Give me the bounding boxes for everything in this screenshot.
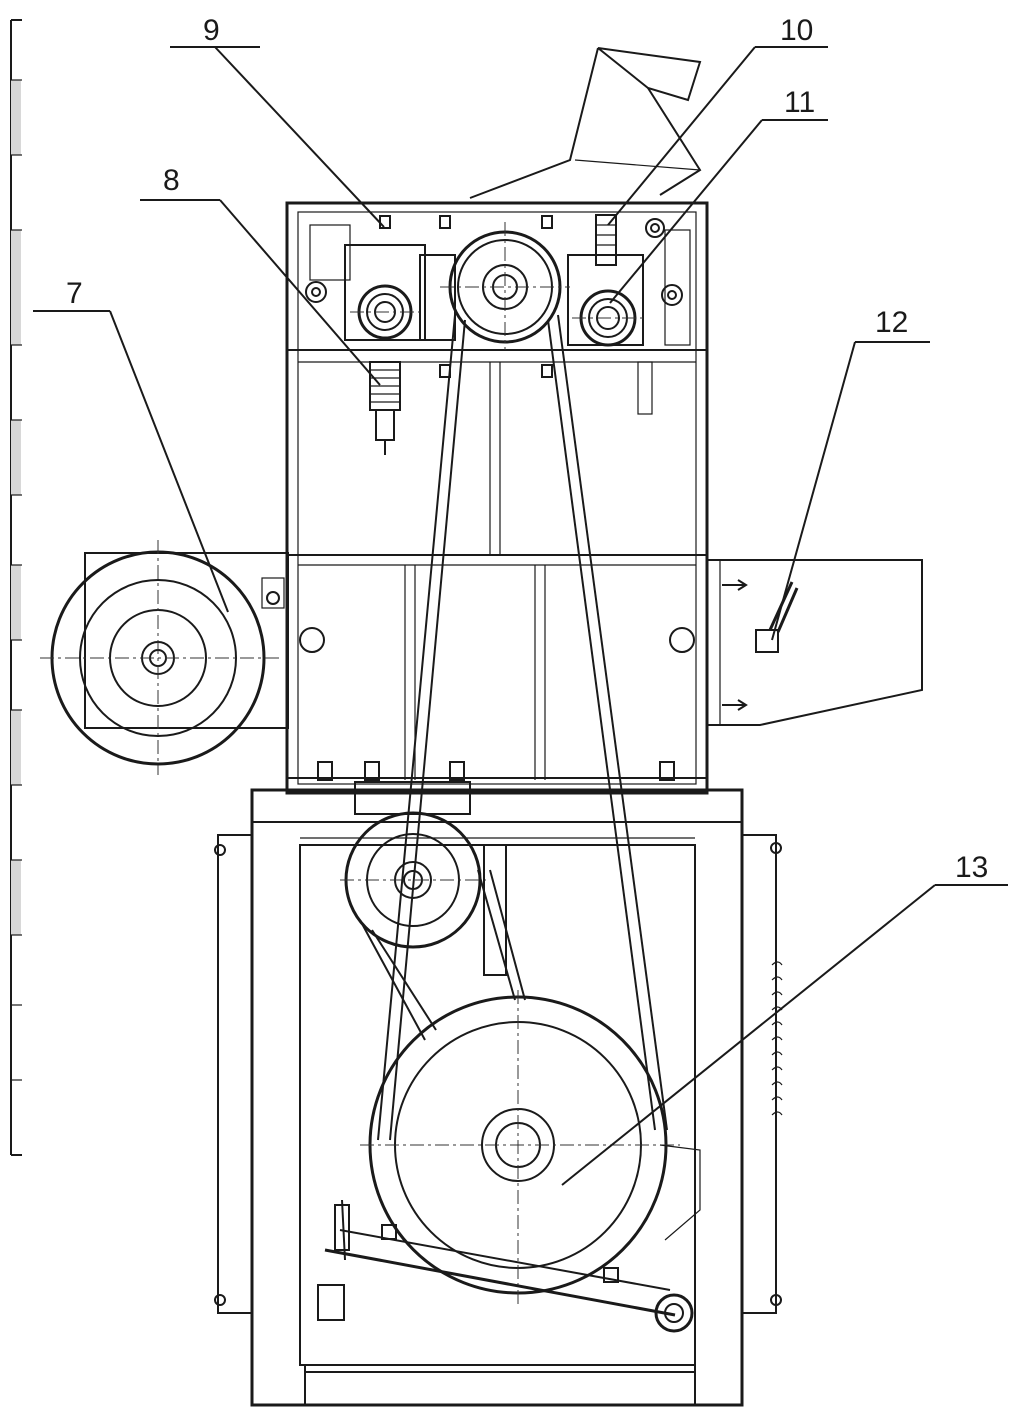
top-drive-pulley bbox=[440, 222, 570, 350]
adjusting-spring bbox=[369, 361, 401, 455]
right-roll-bearing bbox=[572, 289, 645, 347]
callout-13: 13 bbox=[955, 851, 988, 884]
leader-lines bbox=[33, 46, 1008, 1186]
base-frame bbox=[214, 761, 783, 1407]
hopper-chute bbox=[469, 47, 702, 199]
callout-labels: 9 8 7 10 11 12 13 bbox=[66, 14, 988, 884]
drive-belts bbox=[359, 314, 668, 1141]
motor-pulley-13 bbox=[360, 990, 701, 1305]
left-scale-bar bbox=[10, 19, 22, 1156]
callout-8: 8 bbox=[163, 164, 180, 197]
callout-11: 11 bbox=[784, 86, 815, 119]
left-roll-bearing bbox=[350, 284, 420, 340]
outlet-with-lever-12 bbox=[707, 559, 923, 726]
callout-9: 9 bbox=[203, 14, 220, 47]
top-bolts bbox=[305, 215, 683, 378]
upper-housing bbox=[285, 201, 709, 795]
callout-10: 10 bbox=[780, 14, 813, 47]
feed-roller-7 bbox=[40, 540, 289, 775]
callout-12: 12 bbox=[875, 306, 908, 339]
tension-spring bbox=[595, 214, 617, 266]
callout-7: 7 bbox=[66, 277, 83, 310]
motor-tension-arm bbox=[317, 1199, 694, 1333]
idler-pulley bbox=[340, 811, 507, 976]
